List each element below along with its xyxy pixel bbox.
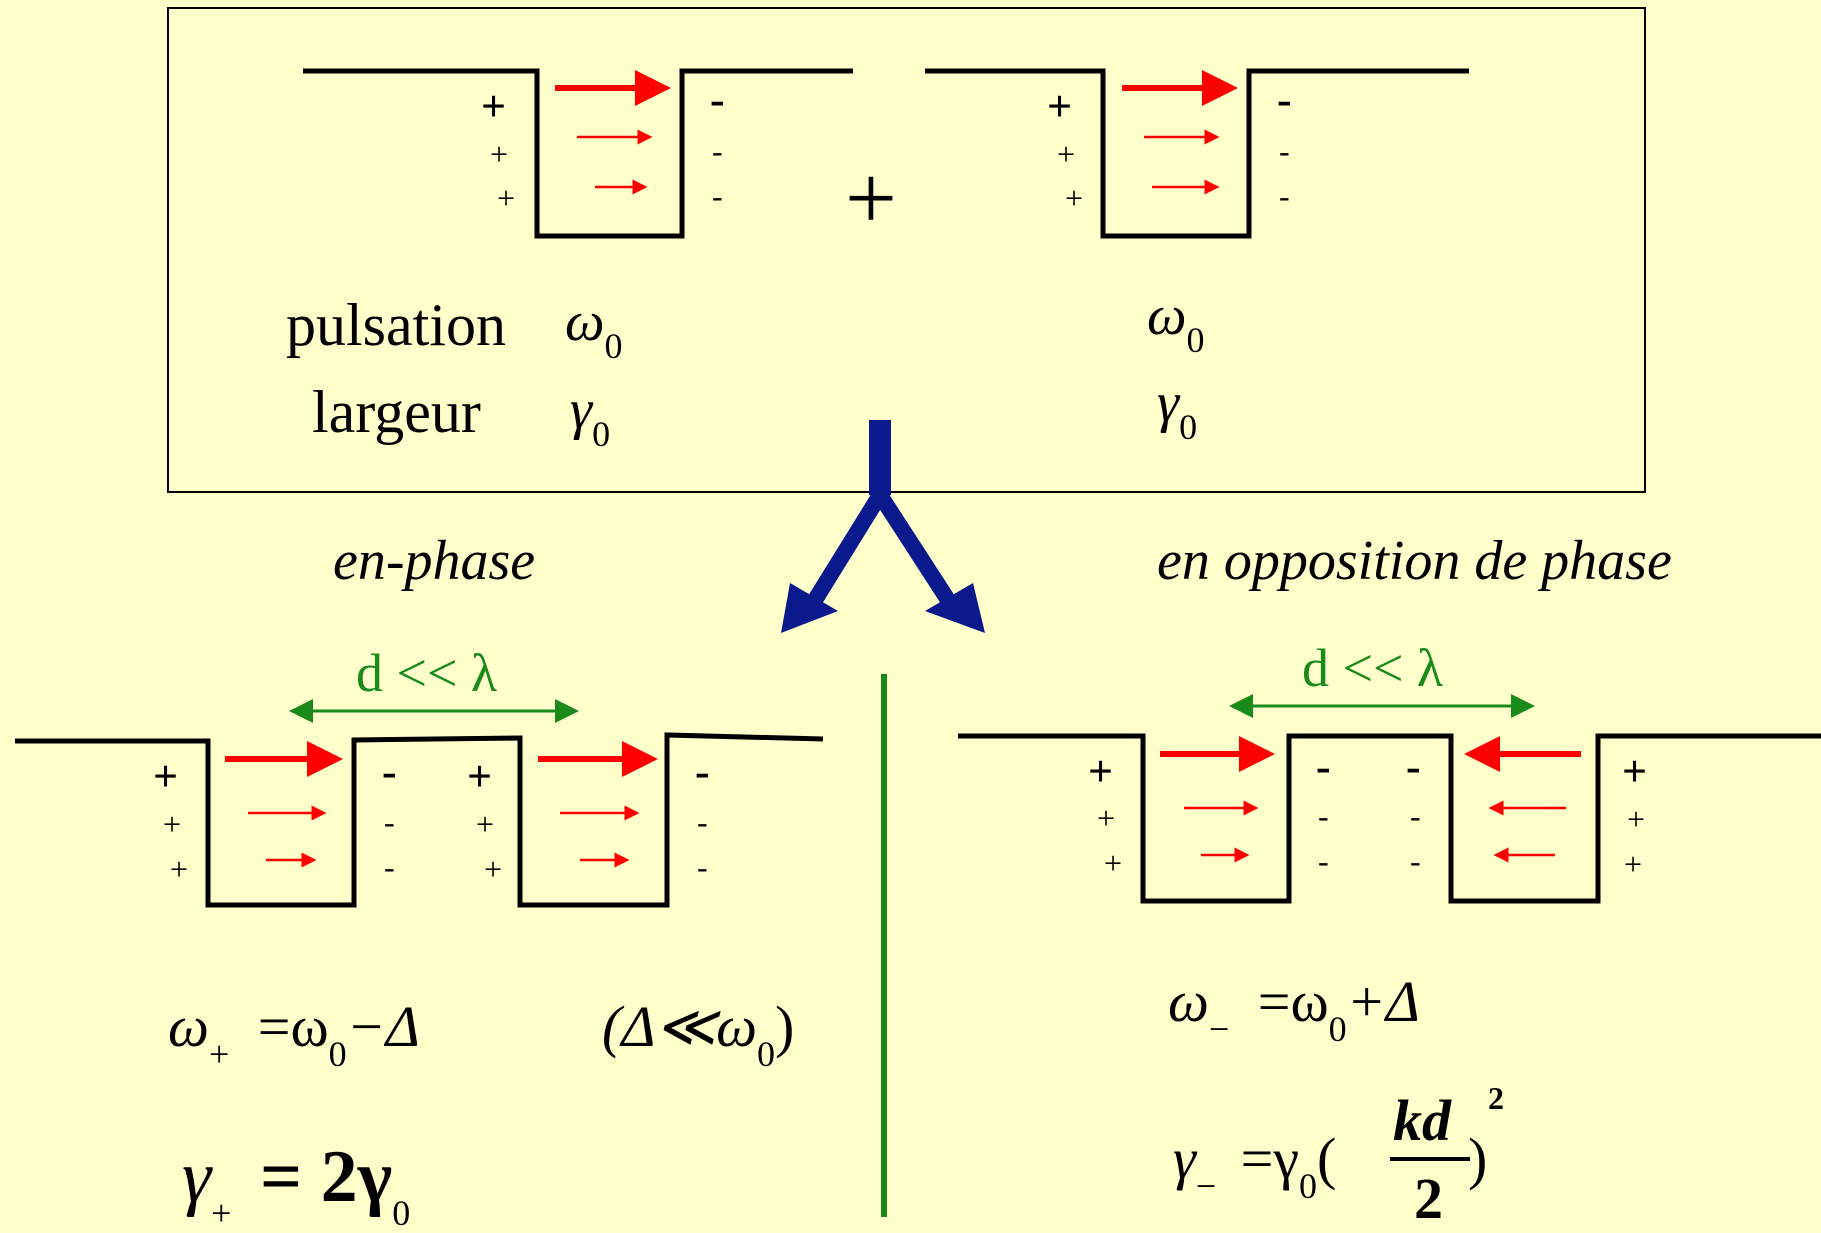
charge-minus: - xyxy=(1316,742,1331,791)
omega-minus-equation: ω− =ω0+Δ xyxy=(1168,969,1420,1049)
charge-plus: + xyxy=(163,806,182,842)
charge-minus: - xyxy=(382,747,397,796)
top-left-well xyxy=(303,68,853,239)
paren-close: ) xyxy=(1468,1126,1488,1191)
charge-minus: - xyxy=(712,178,723,214)
top-box-frame xyxy=(167,7,1646,493)
charge-minus: - xyxy=(1277,75,1292,124)
charge-minus: - xyxy=(1410,798,1421,834)
charge-plus: + xyxy=(1097,800,1116,836)
charge-minus: - xyxy=(697,804,708,840)
charge-minus: - xyxy=(695,747,710,796)
charge-plus: + xyxy=(1624,846,1643,882)
charge-minus: - xyxy=(1318,798,1329,834)
in-phase-wells xyxy=(15,699,824,908)
charge-minus: - xyxy=(1406,742,1421,791)
omega-symbol: ω0 xyxy=(1147,285,1205,360)
out-of-phase-wells xyxy=(958,694,1821,904)
charge-plus: + xyxy=(1057,136,1076,172)
charge-plus: + xyxy=(484,851,503,887)
charge-minus: - xyxy=(712,133,723,169)
top-right-well xyxy=(925,68,1469,239)
charge-minus: - xyxy=(1318,843,1329,879)
charge-minus: - xyxy=(697,849,708,885)
charge-plus: + xyxy=(467,752,493,801)
charge-minus: - xyxy=(384,849,395,885)
charge-plus: + xyxy=(476,806,495,842)
charge-plus: + xyxy=(1047,82,1073,131)
fraction-bar xyxy=(1390,1157,1470,1161)
charge-plus: + xyxy=(1104,845,1123,881)
fraction-numerator: kd xyxy=(1393,1088,1451,1153)
charge-plus: + xyxy=(1622,747,1648,796)
charge-plus: + xyxy=(153,752,179,801)
charge-plus: + xyxy=(497,180,516,216)
distance-label: d << λ xyxy=(1302,638,1444,698)
gamma-symbol: γ0 xyxy=(1157,372,1198,447)
condition-expression: (Δ≪ω0) xyxy=(602,994,795,1074)
exponent: 2 xyxy=(1488,1080,1504,1116)
distance-label: d << λ xyxy=(356,643,498,703)
gamma-symbol: γ0 xyxy=(570,379,611,454)
gamma-plus-equation: γ+ = 2γ0 xyxy=(182,1136,411,1233)
charge-minus: - xyxy=(1410,843,1421,879)
charge-plus: + xyxy=(1065,180,1084,216)
fraction-denominator: 2 xyxy=(1414,1166,1443,1231)
largeur-label: largeur xyxy=(312,379,481,445)
charge-minus: - xyxy=(710,75,725,124)
charge-plus: + xyxy=(1627,801,1646,837)
charge-minus: - xyxy=(384,804,395,840)
charge-minus: - xyxy=(1279,178,1290,214)
charge-plus: + xyxy=(481,82,507,131)
pulsation-label: pulsation xyxy=(286,292,506,358)
omega-plus-equation: ω+ =ω0−Δ xyxy=(168,994,420,1074)
gamma-minus-equation: γ− =γ0( xyxy=(1173,1126,1337,1206)
out-phase-label: en opposition de phase xyxy=(1157,530,1672,592)
coupling-plus: + xyxy=(845,147,897,249)
charge-plus: + xyxy=(170,851,189,887)
omega-symbol: ω0 xyxy=(565,291,623,366)
charge-plus: + xyxy=(490,136,509,172)
charge-minus: - xyxy=(1279,133,1290,169)
charge-plus: + xyxy=(1088,747,1114,796)
split-arrow xyxy=(781,420,985,633)
in-phase-label: en-phase xyxy=(333,530,536,592)
